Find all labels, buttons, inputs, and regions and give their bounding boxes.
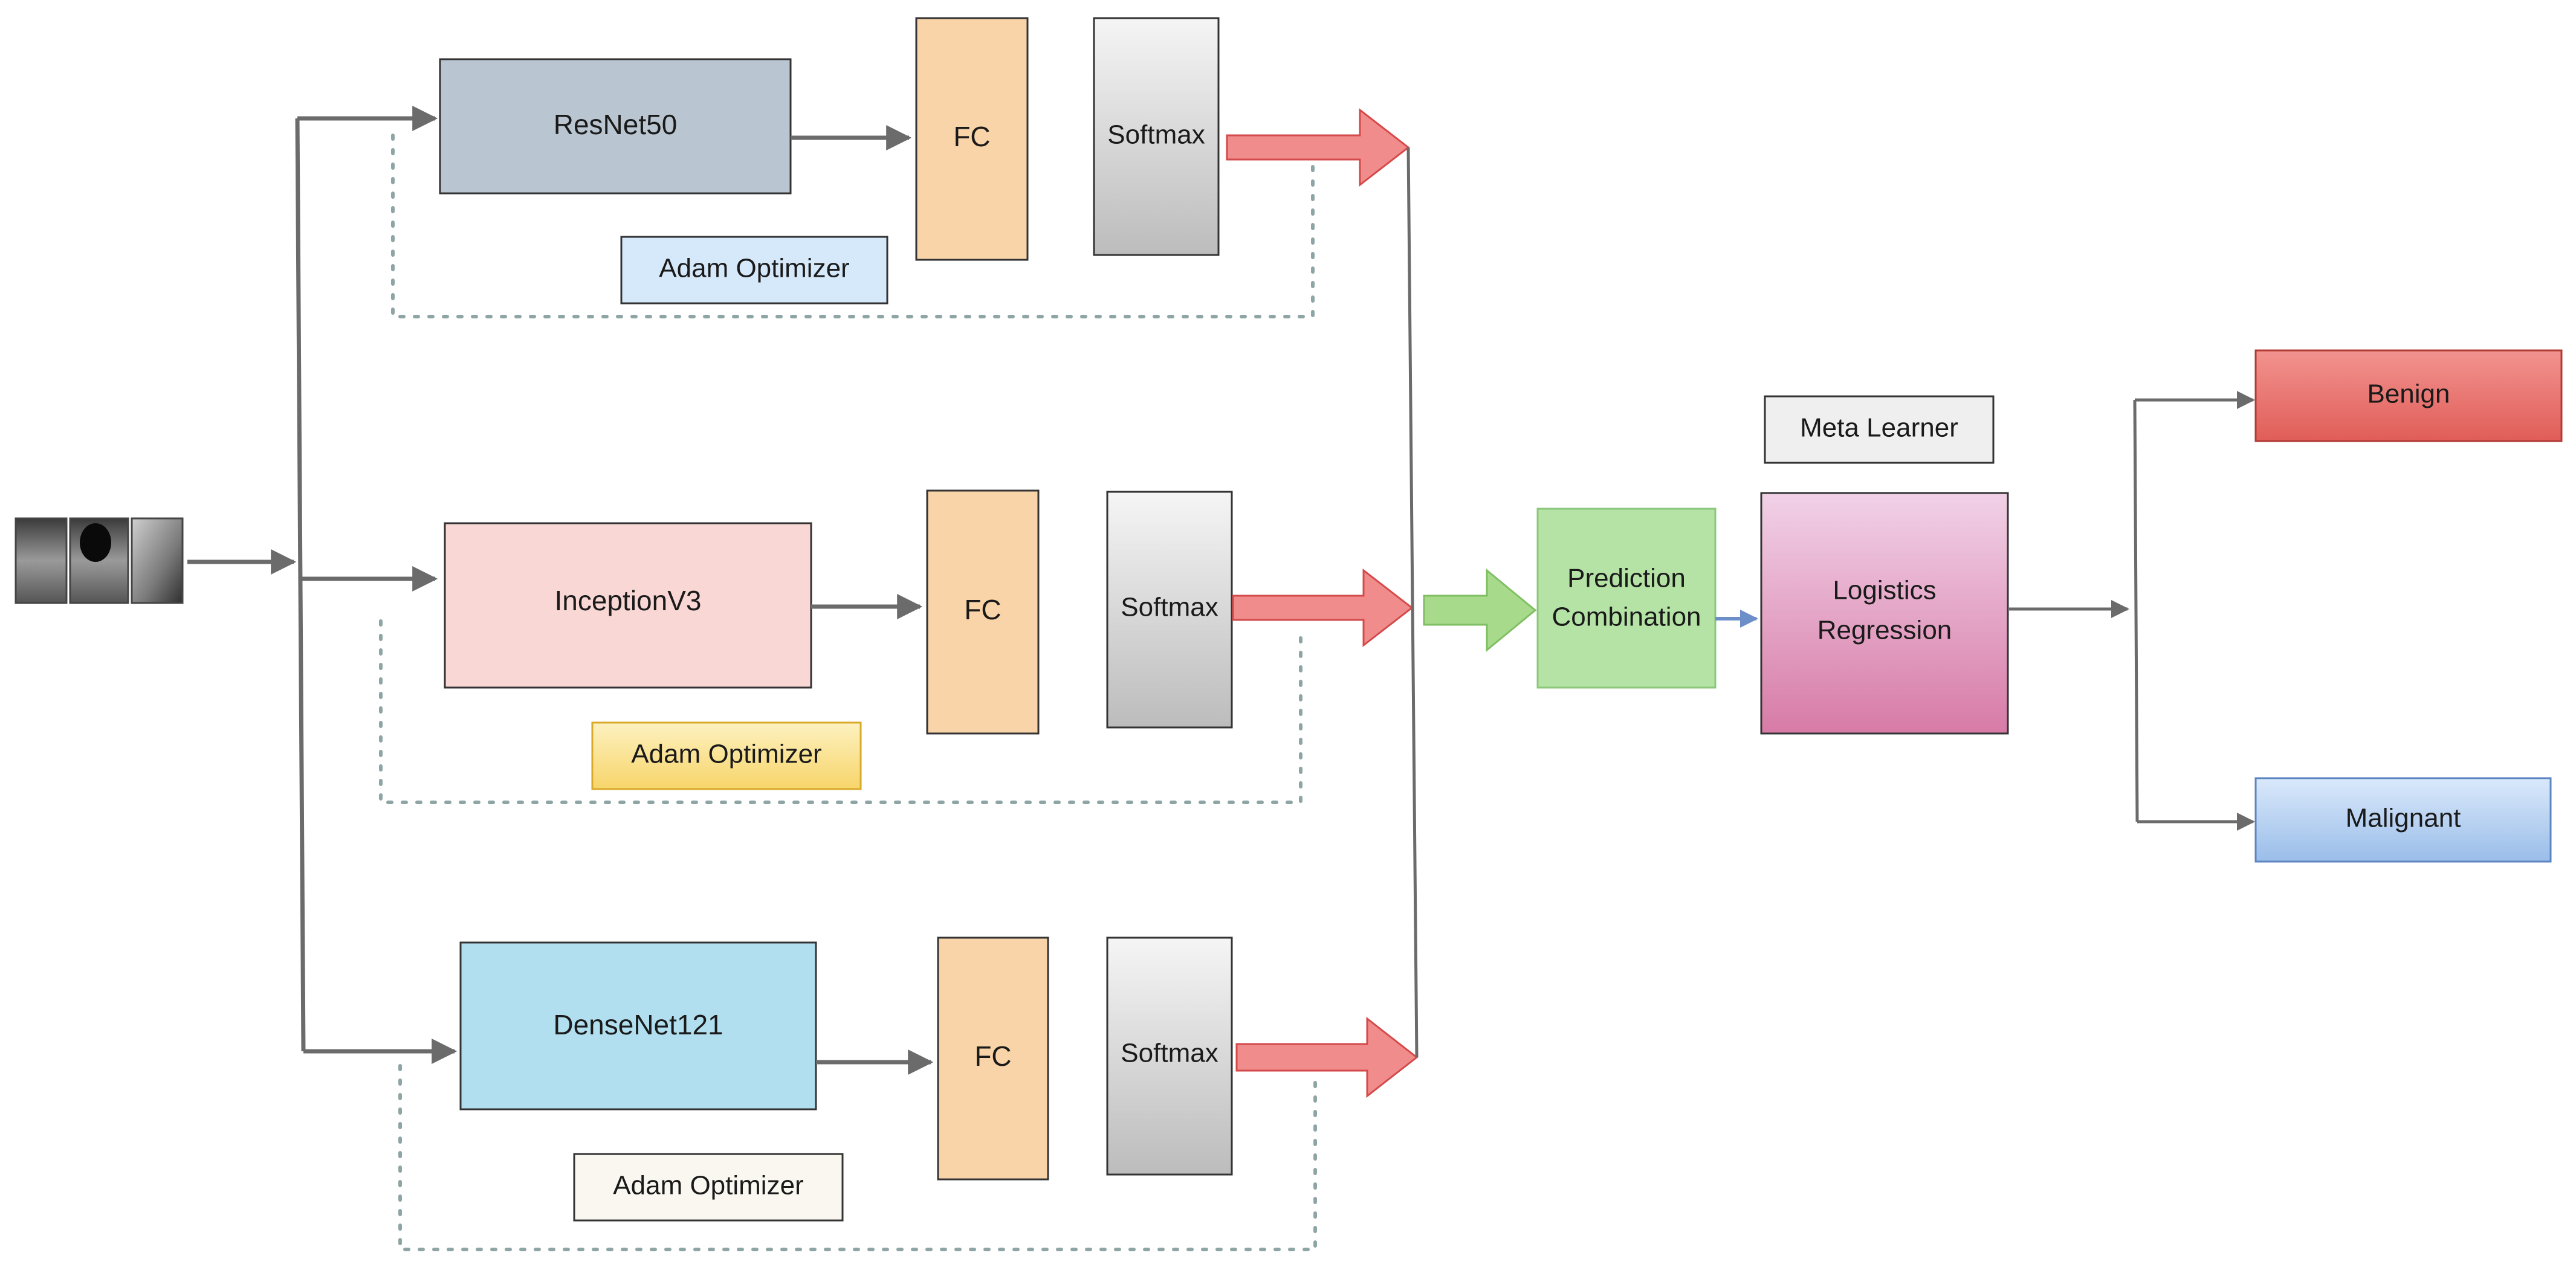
merge-vertical-line bbox=[1406, 147, 1419, 1058]
inceptionv3-feedback-dotted-line bbox=[379, 608, 1303, 804]
densenet121-fc-box bbox=[937, 936, 1049, 1181]
split-vertical-line bbox=[295, 118, 306, 1052]
benign-box bbox=[2254, 349, 2563, 442]
resnet50-softmax-label: Softmax bbox=[1107, 120, 1205, 150]
ultrasound-lesion bbox=[80, 523, 111, 562]
densenet121-feedback-dotted-line bbox=[398, 1057, 1317, 1251]
resnet50-label: ResNet50 bbox=[554, 109, 678, 140]
malignant-box bbox=[2254, 777, 2552, 863]
inceptionv3-fc-label: FC bbox=[964, 594, 1001, 625]
inceptionv3-output-fat-arrow bbox=[1232, 568, 1414, 648]
prediction-combination-box bbox=[1536, 508, 1717, 689]
densenet121-softmax-box bbox=[1106, 936, 1233, 1176]
logistic-regression-line2: Regression bbox=[1817, 616, 1952, 645]
resnet50-fc-label: FC bbox=[953, 121, 990, 152]
meta-learner-label: Meta Learner bbox=[1800, 413, 1958, 443]
branch-resnet50: ResNet50 FC Softmax Adam Optimizer bbox=[391, 17, 1410, 318]
prediction-combination-line1: Prediction bbox=[1567, 564, 1686, 593]
densenet121-optimizer-label: Adam Optimizer bbox=[613, 1171, 803, 1201]
resnet50-softmax-box bbox=[1093, 17, 1220, 256]
branch-inceptionv3: InceptionV3 FC Softmax Adam Optimizer bbox=[379, 489, 1414, 804]
ultrasound-image-3 bbox=[131, 517, 184, 604]
input-images bbox=[15, 517, 184, 604]
output-split-vertical-line bbox=[2133, 399, 2139, 822]
resnet50-optimizer-label: Adam Optimizer bbox=[659, 254, 849, 283]
inceptionv3-optimizer-box bbox=[591, 721, 862, 790]
inceptionv3-softmax-box bbox=[1106, 491, 1233, 729]
densenet121-optimizer-box bbox=[573, 1153, 844, 1222]
resnet50-box bbox=[439, 58, 792, 195]
meta-learner-box bbox=[1764, 395, 1995, 464]
densenet121-softmax-label: Softmax bbox=[1121, 1039, 1218, 1068]
ultrasound-image-1 bbox=[15, 517, 68, 604]
resnet50-output-fat-arrow bbox=[1226, 108, 1410, 187]
inceptionv3-label: InceptionV3 bbox=[555, 585, 702, 616]
densenet121-box bbox=[459, 941, 817, 1110]
densenet121-fc-label: FC bbox=[974, 1040, 1011, 1072]
densenet121-output-fat-arrow bbox=[1235, 1016, 1419, 1098]
output-connectors bbox=[2008, 391, 2255, 831]
combination-green-arrow bbox=[1423, 568, 1537, 653]
inceptionv3-fc-box bbox=[926, 489, 1040, 735]
resnet50-feedback-dotted-line bbox=[391, 123, 1315, 318]
prediction-combination-line2: Combination bbox=[1552, 602, 1701, 632]
resnet50-fc-box bbox=[915, 17, 1029, 261]
inceptionv3-softmax-label: Softmax bbox=[1121, 593, 1218, 622]
benign-label: Benign bbox=[2367, 379, 2450, 409]
inceptionv3-optimizer-label: Adam Optimizer bbox=[631, 740, 821, 769]
logistic-regression-line1: Logistics bbox=[1833, 576, 1936, 605]
input-connectors bbox=[187, 106, 458, 1064]
logistic-regression-box bbox=[1760, 492, 2009, 735]
branch-densenet121: DenseNet121 FC Softmax Adam Optimizer bbox=[398, 936, 1419, 1251]
malignant-label: Malignant bbox=[2346, 804, 2461, 833]
resnet50-optimizer-box bbox=[620, 236, 888, 305]
inceptionv3-box bbox=[444, 522, 812, 689]
densenet121-label: DenseNet121 bbox=[553, 1009, 723, 1040]
